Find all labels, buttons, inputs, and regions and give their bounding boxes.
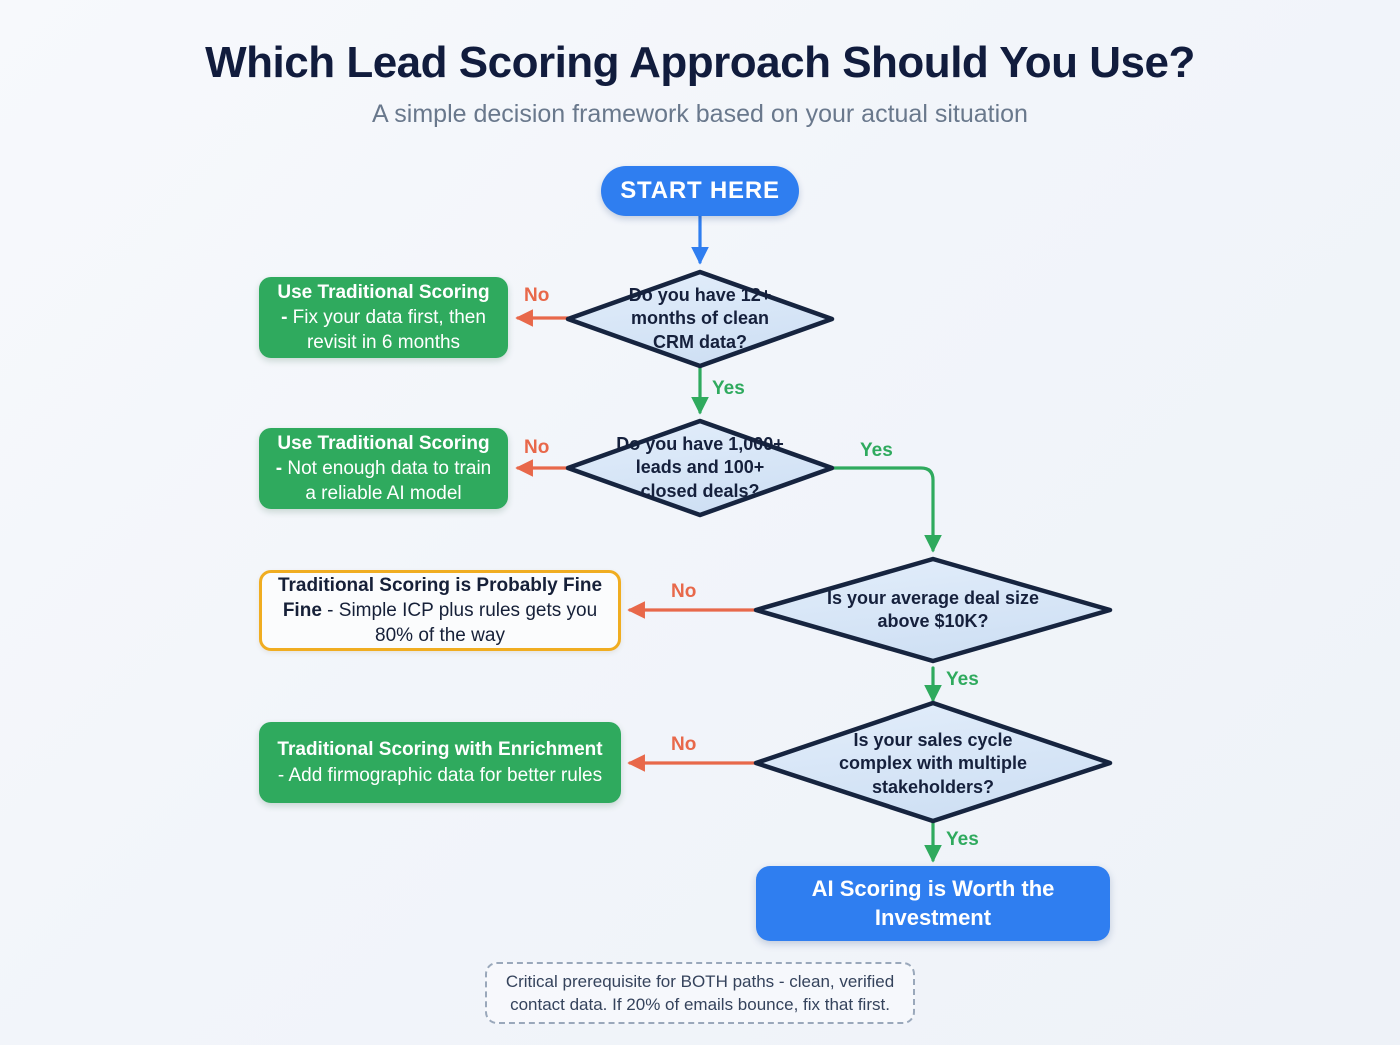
- outcome-box-3[interactable]: Traditional Scoring is Probably Fine Fin…: [259, 570, 621, 651]
- decision-diamond-4[interactable]: [753, 700, 1113, 824]
- footer-note: Critical prerequisite for BOTH paths - c…: [485, 962, 915, 1024]
- outcome-1-bold: Use Traditional Scoring -: [277, 281, 490, 328]
- page-subtitle: A simple decision framework based on you…: [372, 100, 1028, 129]
- page-title: Which Lead Scoring Approach Should You U…: [205, 38, 1195, 87]
- edge-label-d2-no: No: [524, 437, 550, 458]
- edge-label-d4-no: No: [671, 734, 697, 755]
- outcome-box-4[interactable]: Traditional Scoring with Enrichment - Ad…: [259, 722, 621, 803]
- start-node-label: START HERE: [620, 177, 780, 204]
- outcome-1-rest: Fix your data first, then revisit in 6 m…: [292, 306, 486, 354]
- outcome-3-rest: - Simple ICP plus rules gets you 80% of …: [327, 599, 598, 647]
- edge-label-d4-yes: Yes: [946, 829, 979, 850]
- outcome-2-rest: Not enough data to train a reliable AI m…: [287, 457, 492, 505]
- outcome-4-bold: Traditional Scoring with Enrichment: [277, 739, 603, 761]
- start-node[interactable]: START HERE: [601, 166, 799, 216]
- outcome-4-rest: - Add firmographic data for better rules: [277, 764, 603, 786]
- decision-diamond-1[interactable]: [565, 269, 835, 369]
- outcome-box-2[interactable]: Use Traditional Scoring - Not enough dat…: [259, 428, 508, 509]
- outcome-box-1[interactable]: Use Traditional Scoring - Fix your data …: [259, 277, 508, 358]
- final-outcome-label: AI Scoring is Worth the Investment: [811, 875, 1055, 930]
- edge-label-d3-yes: Yes: [946, 669, 979, 690]
- outcome-2-bold: Use Traditional Scoring -: [275, 432, 490, 479]
- outcome-3-bold: Traditional Scoring is Probably Fine Fin…: [277, 574, 603, 621]
- decision-diamond-3[interactable]: [753, 556, 1113, 664]
- edge-label-d1-no: No: [524, 285, 550, 306]
- footer-note-text: Critical prerequisite for BOTH paths - c…: [505, 971, 895, 1014]
- header: Which Lead Scoring Approach Should You U…: [0, 0, 1400, 129]
- edge-label-d3-no: No: [671, 581, 697, 602]
- final-outcome-node[interactable]: AI Scoring is Worth the Investment: [756, 866, 1110, 941]
- connector-d2-yes: [830, 466, 942, 553]
- edge-label-d2-yes: Yes: [860, 440, 893, 461]
- decision-diamond-2[interactable]: [565, 418, 835, 518]
- edge-label-d1-yes: Yes: [712, 378, 745, 399]
